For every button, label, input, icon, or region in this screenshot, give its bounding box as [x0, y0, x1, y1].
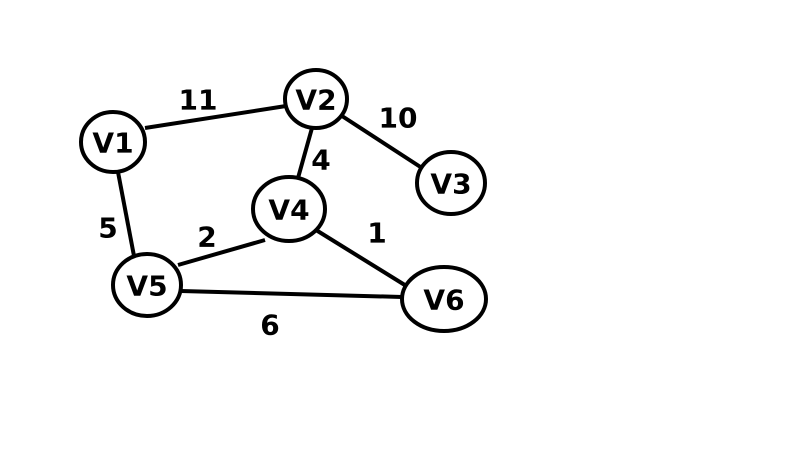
- node-v2: V2: [283, 68, 349, 130]
- edge-weight-v1-v5: 5: [98, 212, 117, 245]
- node-label-v2: V2: [295, 84, 336, 117]
- node-label-v1: V1: [92, 127, 133, 160]
- edges-layer: [116, 104, 424, 299]
- edge-v4-v5: [177, 238, 266, 267]
- node-circle-v4: [251, 175, 327, 243]
- edge-v4-v6: [314, 228, 410, 289]
- node-label-v5: V5: [126, 270, 167, 303]
- edge-weight-v2-v3: 10: [379, 102, 418, 135]
- node-circle-v1: [79, 110, 147, 174]
- edge-v5-v6: [180, 289, 403, 299]
- node-label-v3: V3: [430, 168, 471, 201]
- node-v1: V1: [79, 110, 147, 174]
- node-label-v4: V4: [268, 194, 309, 227]
- edge-weight-v2-v4: 4: [311, 144, 330, 177]
- node-label-v6: V6: [423, 284, 464, 317]
- node-v3: V3: [415, 150, 487, 216]
- node-circle-v3: [415, 150, 487, 216]
- edge-v2-v4: [296, 127, 314, 179]
- weights-layer: 11 10 4 5 2 1 6: [98, 84, 417, 342]
- node-v4: V4: [251, 175, 327, 243]
- node-circle-v2: [283, 68, 349, 130]
- node-v6: V6: [400, 265, 488, 333]
- edge-v2-v3: [340, 114, 424, 170]
- edge-weight-v4-v6: 1: [367, 217, 386, 250]
- edge-weight-v1-v2: 11: [179, 84, 218, 117]
- edge-v1-v2: [144, 104, 287, 130]
- edge-v1-v5: [116, 171, 136, 257]
- node-v5: V5: [111, 252, 183, 318]
- node-circle-v6: [400, 265, 488, 333]
- node-circle-v5: [111, 252, 183, 318]
- edge-weight-v5-v6: 6: [260, 309, 279, 342]
- edge-weight-v4-v5: 2: [197, 221, 216, 254]
